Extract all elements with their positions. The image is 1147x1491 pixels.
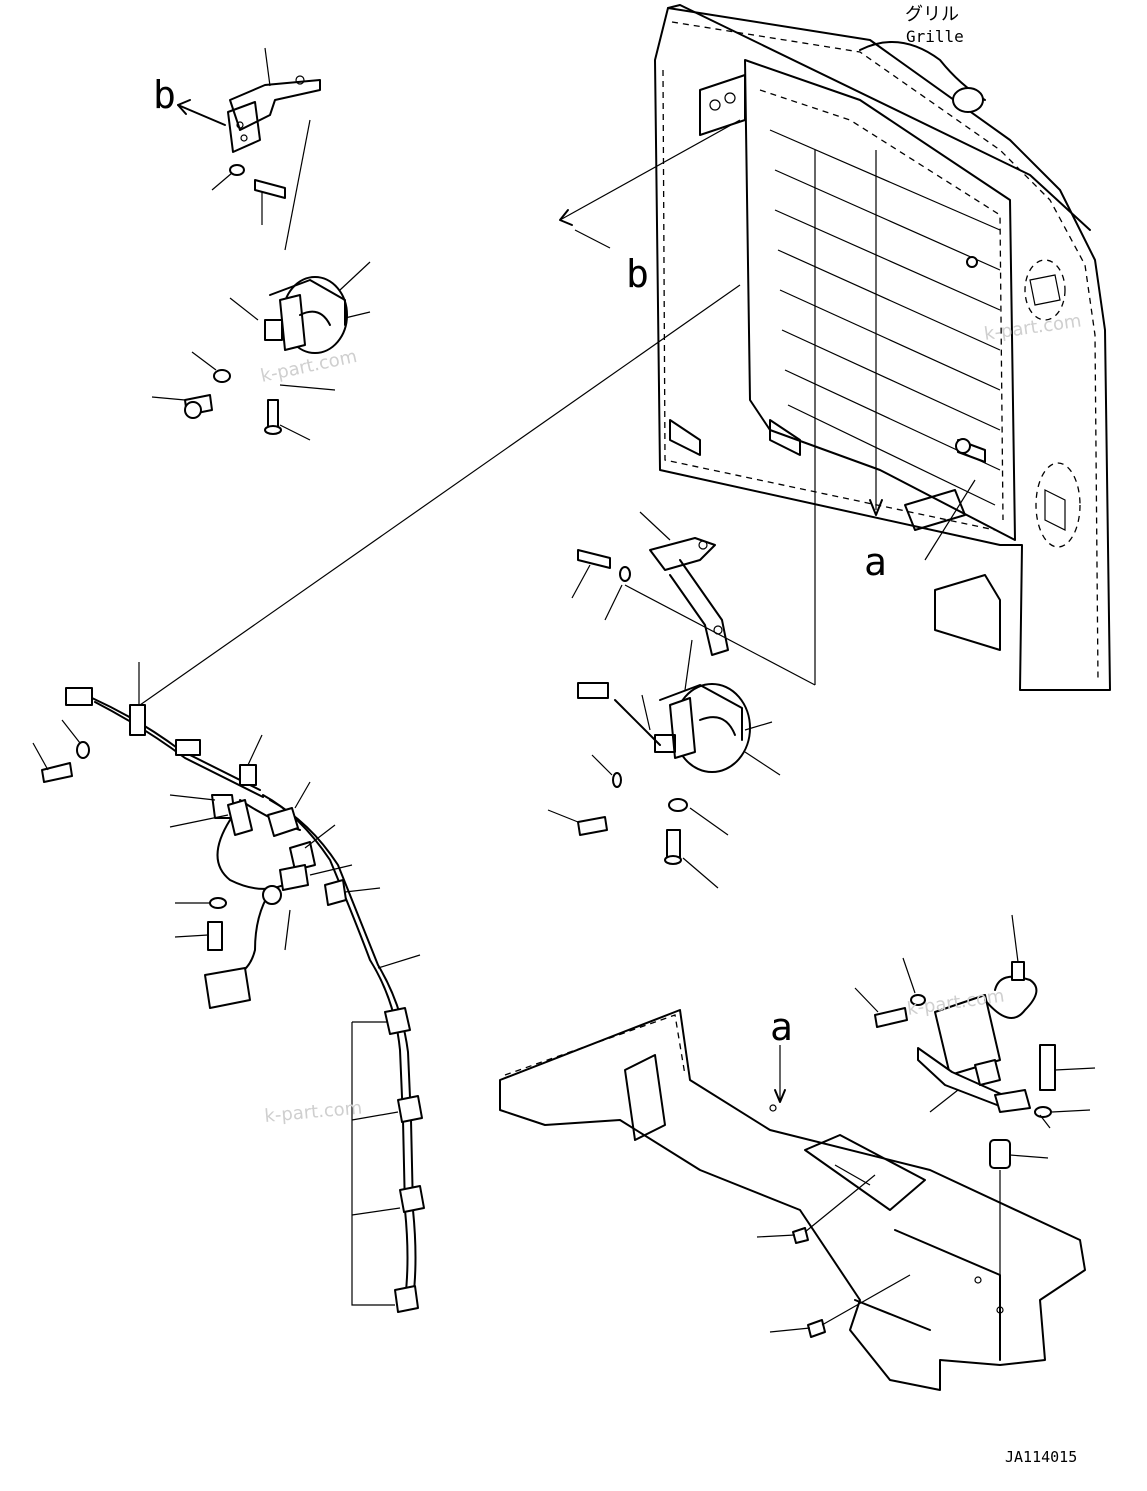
diagram-labels: グリル Grille b b a a k-part.com k-part.com… [153,4,1083,1466]
wiring-harness [32,284,741,1313]
lamp-assembly-middle [547,150,816,889]
grille-label-jp: グリル [905,4,959,25]
view-marker-a-frame: a [770,1005,793,1049]
grille-assembly [559,4,1111,691]
view-marker-a-grille: a [864,540,887,584]
lamp-assembly-upper [151,47,371,441]
view-marker-b-grille: b [626,252,649,296]
frame-assembly [499,914,1096,1391]
view-marker-b-upper: b [153,73,176,117]
grille-label-en: Grille [906,27,964,46]
watermark: k-part.com [264,1098,363,1127]
watermark: k-part.com [983,311,1083,345]
drawing-number: JA114015 [1005,1448,1077,1466]
